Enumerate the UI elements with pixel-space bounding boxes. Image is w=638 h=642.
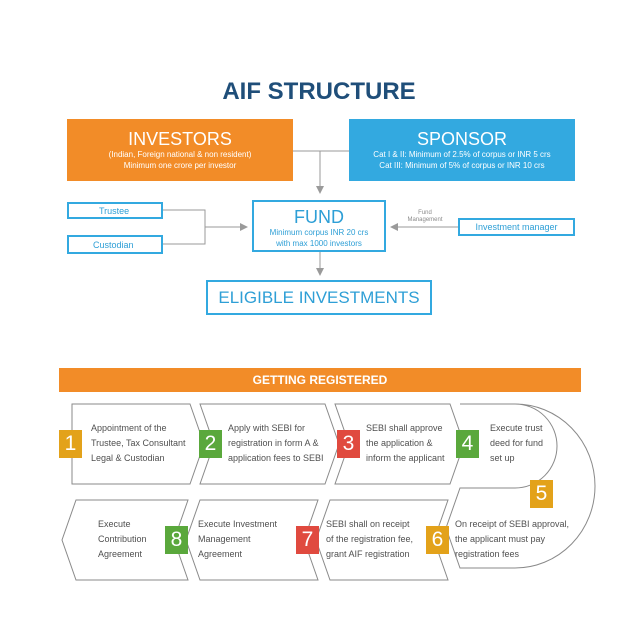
fund-box: FUND Minimum corpus INR 20 crs with max …	[252, 200, 386, 252]
fund-management-label: Fund Management	[405, 210, 445, 224]
step-7-number: 7	[301, 528, 314, 551]
step-9-line: Execute	[98, 519, 131, 529]
step-2-text: Apply with SEBI for registration in form…	[228, 421, 324, 466]
step-9-text: Execute Contribution Agreement	[98, 517, 147, 562]
investors-box: INVESTORS (Indian, Foreign national & no…	[67, 119, 293, 181]
step-4-text: Execute trust deed for fund set up	[490, 421, 543, 466]
step-8-line: Management	[198, 534, 251, 544]
structure-connectors	[163, 150, 458, 276]
step-6-line: registration fees	[455, 549, 520, 559]
step-7-line: grant AIF registration	[326, 549, 410, 559]
fund-line1: Minimum corpus INR 20 crs	[269, 228, 369, 237]
investors-line1: (Indian, Foreign national & non resident…	[108, 150, 252, 159]
step-4-line: Execute trust	[490, 423, 543, 433]
step-9-line: Agreement	[98, 549, 143, 559]
step-7-text: SEBI shall on receipt of the registratio…	[326, 517, 413, 562]
step-2-line: application fees to SEBI	[228, 453, 324, 463]
getting-registered-banner: GETTING REGISTERED	[59, 368, 581, 392]
investors-line2: Minimum one crore per investor	[123, 161, 237, 170]
step-2-line: registration in form A &	[228, 438, 319, 448]
step-6-line: the applicant must pay	[455, 534, 546, 544]
step-badges	[59, 430, 553, 554]
step-1-line: Appointment of the	[91, 423, 167, 433]
step-3-line: inform the applicant	[366, 453, 445, 463]
investors-heading: INVESTORS	[128, 129, 232, 149]
step-4-number: 4	[461, 432, 474, 455]
eligible-investments-box: ELIGIBLE INVESTMENTS	[206, 280, 432, 315]
step-7-line: of the registration fee,	[326, 534, 414, 544]
step-4-line: set up	[490, 453, 515, 463]
investment-manager-box: Investment manager	[458, 218, 575, 236]
step-2-line: Apply with SEBI for	[228, 423, 306, 433]
step-6-number: 6	[431, 528, 444, 551]
step-2-number: 2	[204, 432, 217, 455]
step-1-text: Appointment of the Trustee, Tax Consulta…	[91, 421, 186, 466]
fund-heading: FUND	[294, 207, 344, 227]
sponsor-heading: SPONSOR	[416, 129, 508, 149]
trustee-box: Trustee	[67, 202, 163, 219]
step-3-number: 3	[342, 432, 355, 455]
step-7-line: SEBI shall on receipt	[326, 519, 410, 529]
step-8-line: Execute Investment	[198, 519, 278, 529]
sponsor-line1: Cat I & II: Minimum of 2.5% of corpus or…	[373, 150, 551, 159]
fund-management-line1: Fund	[418, 210, 432, 216]
step-1-number: 1	[64, 432, 77, 455]
step-8-text: Execute Investment Management Agreement	[198, 517, 277, 562]
step-8-number: 8	[170, 528, 183, 551]
step-4-line: deed for fund	[490, 438, 544, 448]
step-3-line: SEBI shall approve	[366, 423, 443, 433]
step-6-line: On receipt of SEBI approval,	[455, 519, 570, 529]
custodian-box: Custodian	[67, 235, 163, 254]
step-8-line: Agreement	[198, 549, 243, 559]
step-9-line: Contribution	[98, 534, 147, 544]
fund-line2: with max 1000 investors	[276, 239, 362, 248]
step-6-text: On receipt of SEBI approval, the applica…	[455, 517, 569, 562]
step-5-number: 5	[535, 482, 548, 505]
step-1-line: Trustee, Tax Consultant	[91, 438, 186, 448]
page-title: AIF STRUCTURE	[222, 78, 416, 105]
step-3-line: the application &	[366, 438, 433, 448]
step-1-line: Legal & Custodian	[91, 453, 165, 463]
step-3-text: SEBI shall approve the application & inf…	[366, 421, 445, 466]
fund-management-line2: Management	[407, 217, 443, 223]
sponsor-line2: Cat III: Minimum of 5% of corpus or INR …	[379, 161, 545, 170]
sponsor-box: SPONSOR Cat I & II: Minimum of 2.5% of c…	[349, 119, 575, 181]
